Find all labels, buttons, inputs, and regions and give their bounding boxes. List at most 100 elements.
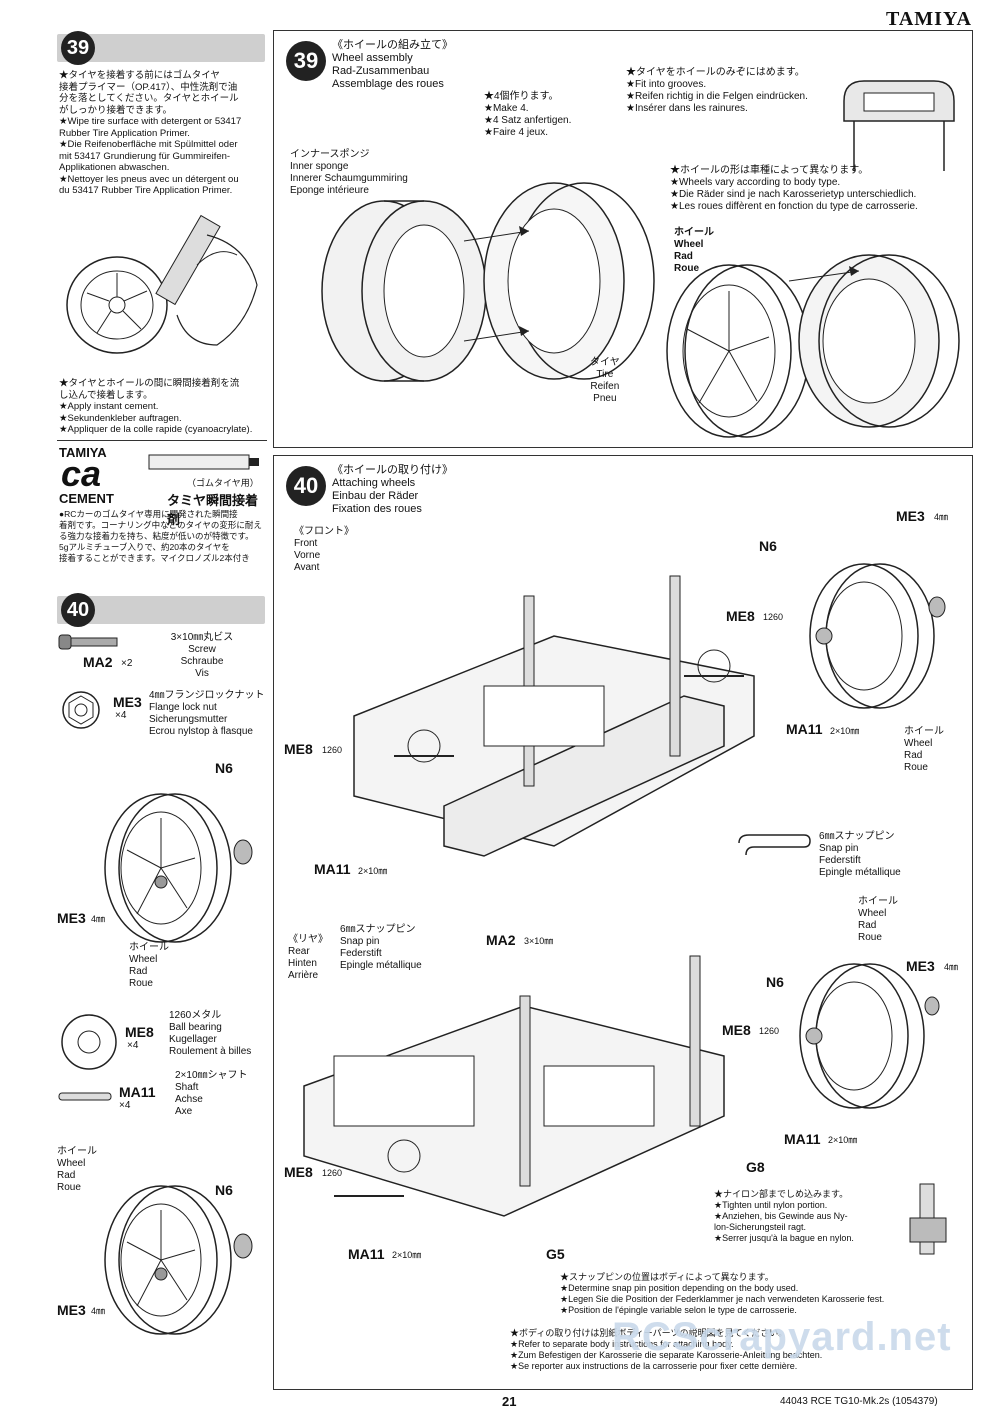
part-ma2: MA2 ×2 3×10㎜丸ビス Screw Schraube Vis bbox=[57, 630, 267, 680]
ca-cement-product: TAMIYA ca CEMENT （ゴムタイヤ用） タミヤ瞬間接着剤 ●RCカー… bbox=[57, 440, 267, 580]
rear-left-me8: ME8 bbox=[284, 1164, 313, 1180]
ca-jp-sub: （ゴムタイヤ用） bbox=[187, 478, 259, 488]
left-front-ma11: MA11 bbox=[314, 861, 351, 877]
left-front-me3: ME3 bbox=[57, 910, 86, 926]
front-right-wheel-label: ホイール Wheel Rad Roue bbox=[904, 726, 944, 773]
part-ma11: MA11 ×4 2×10㎜シャフト Shaft Achse Axe bbox=[57, 1070, 267, 1120]
sponge-tire-illustration bbox=[321, 182, 655, 382]
rear-right-me8: ME8 bbox=[722, 1022, 751, 1038]
ca-description: ●RCカーのゴムタイヤ専用に開発された瞬間接 着剤です。コーナリング中などのタイ… bbox=[59, 509, 262, 563]
rear-g5: G5 bbox=[546, 1246, 565, 1262]
left-rear-wheel-label: ホイール Wheel Rad Roue bbox=[57, 1146, 97, 1193]
rear-ma2: MA2 bbox=[486, 932, 516, 948]
front-n6: N6 bbox=[759, 538, 777, 554]
part-me8-qty: ×4 bbox=[127, 1040, 139, 1051]
part-ma11-desc: 2×10㎜シャフト Shaft Achse Axe bbox=[175, 1070, 248, 1117]
front-ma11: MA11 bbox=[786, 721, 823, 737]
ca-tube-icon bbox=[148, 454, 259, 470]
rear-ma2-size: 3×10㎜ bbox=[524, 936, 554, 946]
cement-note: ★タイヤとホイールの間に瞬間接着剤を流 し込んで接着します。 ★Apply in… bbox=[59, 378, 253, 435]
ca-jp-title: タミヤ瞬間接着剤 bbox=[167, 493, 259, 527]
step40-panel: 40 《ホイールの取り付け》 Attaching wheels Einbau d… bbox=[273, 455, 973, 1390]
part-ma2-desc: 3×10㎜丸ビス Screw Schraube Vis bbox=[170, 632, 234, 679]
left-front-n6: N6 bbox=[215, 760, 233, 776]
rear-chassis-illustration bbox=[303, 955, 725, 1217]
step39-vary-note: ★ホイールの形は車種によって異なります。 ★Wheels vary accord… bbox=[670, 165, 918, 212]
snap-pin-label: 6㎜スナップピン Snap pin Federstift Epingle mét… bbox=[819, 831, 901, 878]
watermark: RCScrapyard.net bbox=[612, 1315, 952, 1359]
step40-number: 40 bbox=[286, 466, 326, 506]
ca-logo: ca bbox=[61, 453, 102, 494]
left-rear-me3: ME3 bbox=[57, 1302, 86, 1318]
rear-right-ma11: MA11 bbox=[784, 1131, 821, 1147]
left-front-me8: ME8 bbox=[284, 741, 313, 757]
left-column: 39 ★タイヤを接着する前にはゴムタイヤ 接着プライマー（OP.417）、中性洗… bbox=[57, 30, 269, 1410]
cement-application-illustration bbox=[66, 214, 258, 354]
part-ma11-qty: ×4 bbox=[119, 1100, 131, 1111]
step39-number: 39 bbox=[286, 41, 326, 81]
step40-side-number: 40 bbox=[61, 593, 95, 627]
part-me3-qty: ×4 bbox=[115, 710, 127, 721]
part-me3-code: ME3 bbox=[113, 694, 142, 710]
rear-n6: N6 bbox=[766, 974, 784, 990]
rear-left-ma11-size: 2×10㎜ bbox=[392, 1250, 422, 1260]
left-rear-wheel-illustration bbox=[104, 1185, 253, 1335]
front-me3-size: 4㎜ bbox=[934, 512, 949, 522]
groove-detail-icon bbox=[843, 80, 955, 171]
rear-g8: G8 bbox=[746, 1159, 765, 1175]
step39-sponge-label: インナースポンジ Inner sponge Innerer Schaumgumm… bbox=[290, 149, 408, 196]
step39-title: 《ホイールの組み立て》 Wheel assembly Rad-Zusammenb… bbox=[332, 39, 453, 90]
left-front-ma11-size: 2×10㎜ bbox=[358, 866, 388, 876]
front-right-nut-icon bbox=[928, 596, 946, 618]
nylon-note: ★ナイロン部までしめ込みます。 ★Tighten until nylon por… bbox=[714, 1189, 854, 1243]
part-me3-desc: 4㎜フランジロックナット Flange lock nut Sicherungsm… bbox=[149, 690, 265, 737]
left-rear-n6: N6 bbox=[215, 1182, 233, 1198]
rear-right-ma11-size: 2×10㎜ bbox=[828, 1135, 858, 1145]
step39-grooves-note: ★タイヤをホイールのみぞにはめます。 ★Fit into grooves. ★R… bbox=[626, 67, 808, 114]
left-rear-me3-size: 4㎜ bbox=[91, 1306, 106, 1316]
step39-make4: ★4個作ります。 ★Make 4. ★4 Satz anfertigen. ★F… bbox=[484, 91, 572, 138]
step39-tire-label: タイヤ Tire Reifen Pneu bbox=[590, 357, 620, 404]
front-me3: ME3 bbox=[896, 508, 925, 524]
rear-me3-size: 4㎜ bbox=[944, 962, 959, 972]
left-front-wheel-label: ホイール Wheel Rad Roue bbox=[129, 942, 169, 989]
part-me8-desc: 1260メタル Ball bearing Kugellager Roulemen… bbox=[169, 1010, 252, 1057]
step39-panel: 39 《ホイールの組み立て》 Wheel assembly Rad-Zusamm… bbox=[273, 30, 973, 448]
front-me8: ME8 bbox=[726, 608, 755, 624]
brand-logo: TAMIYA bbox=[885, 8, 972, 30]
part-ma2-qty: ×2 bbox=[121, 658, 133, 669]
rear-right-me8-size: 1260 bbox=[759, 1026, 780, 1036]
page-number: 21 bbox=[502, 1394, 517, 1409]
left-front-wheel-illustration bbox=[104, 793, 253, 943]
snap-position-note: ★スナップピンの位置はボディによって異なります。 ★Determine snap… bbox=[560, 1272, 885, 1315]
front-me8-size: 1260 bbox=[763, 612, 784, 622]
step40-front-label: 《フロント》 Front Vorne Avant bbox=[294, 526, 354, 573]
flange-nut-icon bbox=[62, 691, 100, 729]
step39-wheel-label: ホイール Wheel Rad Roue bbox=[674, 227, 714, 274]
snap-pin-icon bbox=[738, 834, 811, 856]
step39-side-number: 39 bbox=[61, 31, 95, 65]
left-front-me3-size: 4㎜ bbox=[91, 914, 106, 924]
bearing-icon bbox=[61, 1014, 117, 1070]
step40-rear-label: 《リヤ》 Rear Hinten Arrière bbox=[288, 934, 328, 981]
screw-icon bbox=[58, 634, 118, 650]
ca-brand: TAMIYA bbox=[59, 445, 107, 460]
part-me8-code: ME8 bbox=[125, 1024, 154, 1040]
rear-me3: ME3 bbox=[906, 958, 935, 974]
step40-title: 《ホイールの取り付け》 Attaching wheels Einbau der … bbox=[332, 464, 453, 515]
part-me3: ME3 ×4 4㎜フランジロックナット Flange lock nut Sich… bbox=[57, 688, 267, 748]
shaft-icon bbox=[58, 1092, 112, 1101]
body-instructions-note: ★ボディの取り付けは別紙ボディーパーツの説明図を見てください。 ★Refer t… bbox=[510, 1328, 823, 1371]
step39-side-note: ★タイヤを接着する前にはゴムタイヤ 接着プライマー（OP.417）、中性洗剤で油… bbox=[59, 70, 242, 196]
manual-code: 44043 RCE TG10-Mk.2s (1054379) bbox=[780, 1396, 938, 1407]
rear-right-wheel-label: ホイール Wheel Rad Roue bbox=[858, 896, 898, 943]
wheel-into-tire-illustration bbox=[666, 254, 960, 438]
part-me8: ME8 ×4 1260メタル Ball bearing Kugellager R… bbox=[57, 1010, 267, 1080]
rear-left-me8-size: 1260 bbox=[322, 1168, 343, 1178]
nylon-nut-detail-icon bbox=[909, 1183, 947, 1255]
rear-snap-pin-label: 6㎜スナップピン Snap pin Federstift Epingle mét… bbox=[340, 924, 422, 971]
ca-cement-word: CEMENT bbox=[59, 491, 114, 506]
front-chassis-illustration bbox=[353, 575, 755, 857]
rear-right-wheel-illustration bbox=[799, 963, 940, 1109]
front-ma11-size: 2×10㎜ bbox=[830, 726, 860, 736]
